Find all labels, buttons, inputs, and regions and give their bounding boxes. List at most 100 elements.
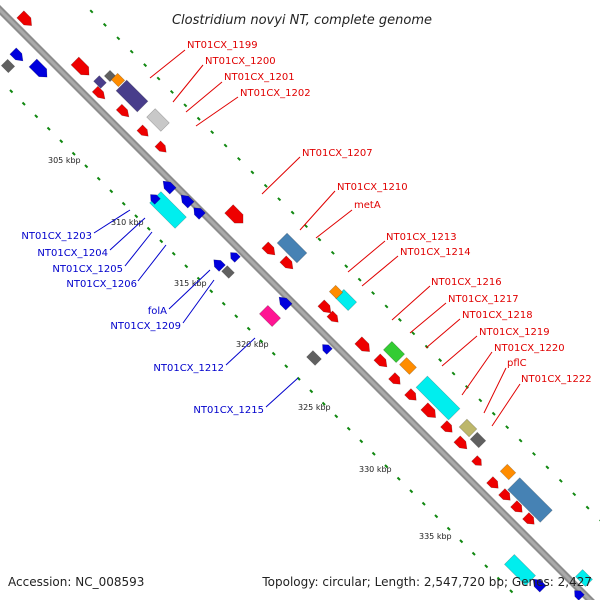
gene-glyph[interactable] [115,79,149,113]
tick-mark [237,157,241,161]
tick-mark [250,170,255,175]
gene-glyph[interactable] [110,72,126,88]
gene-glyph[interactable] [0,58,16,74]
tick-mark [384,464,389,469]
topology-text: Topology: circular; Length: 2,547,720 bp… [261,575,592,589]
gene-glyph[interactable] [154,140,169,155]
gene-glyph[interactable] [306,350,322,366]
tick-mark [396,476,401,481]
gene-label-nt01cx-1202[interactable]: NT01CX_1202 [240,88,311,99]
gene-glyph[interactable] [458,418,478,438]
gene-label-nt01cx-1205[interactable]: NT01CX_1205 [52,264,123,275]
gene-glyph[interactable] [328,284,344,300]
gene-glyph[interactable] [191,205,206,220]
tick-mark [89,9,94,14]
gene-label-nt01cx-1219[interactable]: NT01CX_1219 [479,327,550,338]
gene-glyph[interactable] [70,56,93,79]
tick-mark [397,317,402,322]
gene-glyph[interactable] [211,257,226,272]
gene-label-pflc[interactable]: pflC [507,358,527,369]
gene-glyph[interactable] [498,488,514,504]
gene-glyph[interactable] [399,357,417,375]
gene-glyph[interactable] [471,455,485,469]
gene-glyph[interactable] [499,463,517,481]
gene-glyph[interactable] [404,388,420,404]
gene-glyph[interactable] [9,47,26,64]
tick-mark [434,514,439,519]
gene-label-nt01cx-1201[interactable]: NT01CX_1201 [224,72,295,83]
tick-mark [171,251,176,256]
gene-label-nt01cx-1218[interactable]: NT01CX_1218 [462,310,533,321]
gene-glyph[interactable] [522,512,538,528]
gene-label-nt01cx-1220[interactable]: NT01CX_1220 [494,343,565,354]
gene-label-nt01cx-1212[interactable]: NT01CX_1212 [153,363,224,374]
gene-glyph[interactable] [28,58,51,81]
gene-glyph[interactable] [276,232,308,264]
gene-glyph[interactable] [469,431,487,449]
gene-label-fola[interactable]: folA [148,306,167,317]
tick-mark [116,36,121,41]
reverse-leader-lines [93,209,299,408]
gene-glyph[interactable] [146,108,170,132]
gene-glyph[interactable] [388,372,404,388]
gene-label-meta[interactable]: metA [354,200,381,211]
gene-glyph[interactable] [440,420,456,436]
gene-label-nt01cx-1222[interactable]: NT01CX_1222 [521,374,592,385]
gene-glyph[interactable] [382,340,406,364]
scale-label-310: 310 kbp [111,218,144,227]
gene-label-nt01cx-1215[interactable]: NT01CX_1215 [193,405,264,416]
gene-label-nt01cx-1216[interactable]: NT01CX_1216 [431,277,502,288]
gene-glyph[interactable] [261,241,278,258]
gene-glyph[interactable] [504,554,536,586]
gene-glyph[interactable] [575,569,593,587]
gene-glyph[interactable] [326,310,341,325]
gene-glyph[interactable] [16,10,35,29]
tick-mark [446,526,451,531]
gene-glyph[interactable] [420,402,439,421]
gene-label-nt01cx-1207[interactable]: NT01CX_1207 [302,148,373,159]
gene-glyph[interactable] [224,204,248,228]
gene-glyph[interactable] [530,576,547,593]
gene-glyph[interactable] [228,250,241,263]
gene-glyph[interactable] [510,500,526,516]
scale-label-325: 325 kbp [298,403,331,412]
gene-glyph[interactable] [136,124,151,139]
gene-glyph[interactable] [317,299,334,316]
gene-glyph[interactable] [354,336,373,355]
gene-glyph[interactable] [572,588,585,600]
gene-label-nt01cx-1213[interactable]: NT01CX_1213 [386,232,457,243]
gene-glyph[interactable] [507,477,553,523]
gene-glyph[interactable] [276,294,293,311]
tick-mark [34,114,39,119]
gene-label-nt01cx-1204[interactable]: NT01CX_1204 [37,248,108,259]
gene-glyph[interactable] [221,265,235,279]
gene-glyph[interactable] [486,476,502,492]
gene-label-nt01cx-1200[interactable]: NT01CX_1200 [205,56,276,67]
gene-glyph[interactable] [115,103,132,120]
gene-glyph[interactable] [415,375,461,421]
tick-mark [438,358,443,363]
gene-glyph[interactable] [320,342,333,355]
tick-mark [209,289,214,294]
gene-label-nt01cx-1199[interactable]: NT01CX_1199 [187,40,258,51]
gene-glyph[interactable] [178,192,195,209]
gene-glyph[interactable] [258,304,282,328]
gene-label-nt01cx-1210[interactable]: NT01CX_1210 [337,182,408,193]
tick-mark [518,438,523,443]
tick-mark [371,291,376,296]
gene-glyph[interactable] [93,75,107,89]
gene-label-nt01cx-1209[interactable]: NT01CX_1209 [110,321,181,332]
gene-glyph[interactable] [160,178,177,195]
gene-label-nt01cx-1217[interactable]: NT01CX_1217 [448,294,519,305]
gene-glyph[interactable] [373,353,390,370]
gene-label-nt01cx-1214[interactable]: NT01CX_1214 [400,247,471,258]
gene-glyph[interactable] [148,192,161,205]
gene-glyph[interactable] [279,255,296,272]
gene-glyph[interactable] [91,85,108,102]
tick-mark [96,176,101,181]
gene-glyph[interactable] [453,435,470,452]
scale-label-330: 330 kbp [359,465,392,474]
gene-label-nt01cx-1203[interactable]: NT01CX_1203 [21,231,92,242]
tick-mark [223,143,228,148]
gene-label-nt01cx-1206[interactable]: NT01CX_1206 [66,279,137,290]
